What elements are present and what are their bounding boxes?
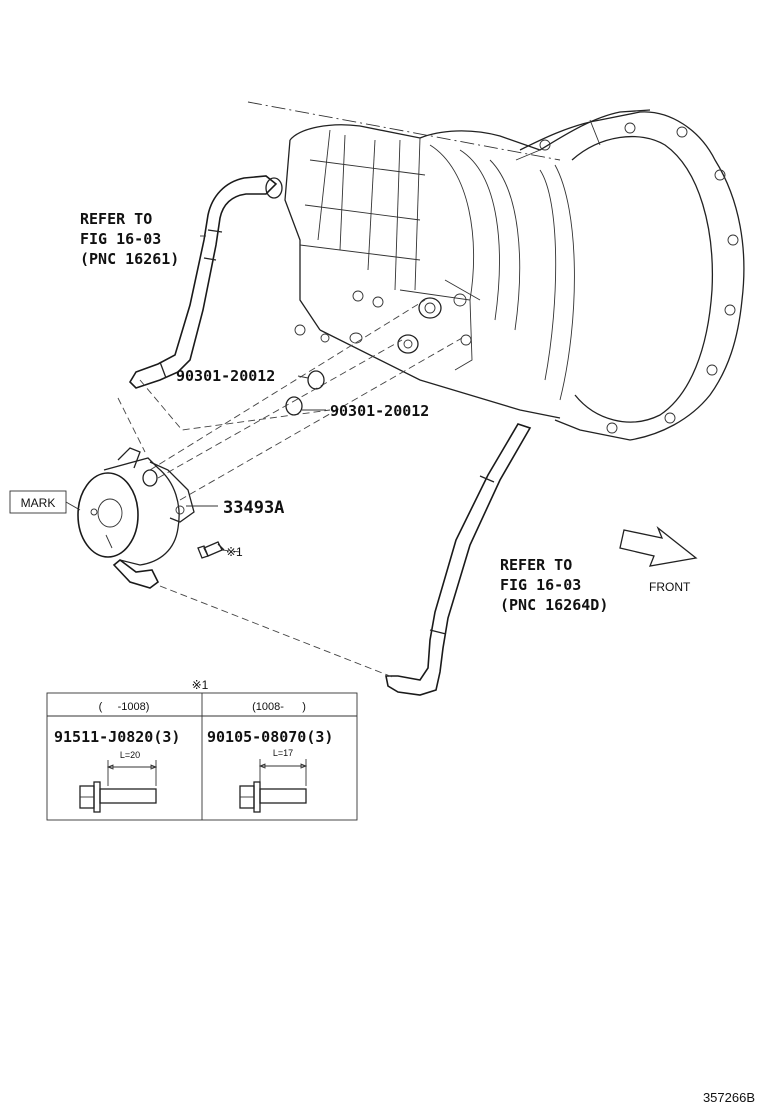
figure-id: 357266B xyxy=(703,1090,755,1105)
refer-to-label: REFER TO xyxy=(80,210,152,228)
o-ring-upper xyxy=(307,370,325,390)
leader-lines xyxy=(65,235,218,511)
table-column-1: ( -1008) 91511-J0820(3) L=20 xyxy=(54,701,180,813)
bolt-length: L=20 xyxy=(120,750,140,760)
bolt-drawing xyxy=(239,781,307,813)
bolt-part-number: 91511-J0820(3) xyxy=(54,728,180,746)
o-rings xyxy=(285,370,326,416)
bolt-length: L=17 xyxy=(273,748,293,758)
front-arrow-icon xyxy=(619,525,698,567)
callout-hose-upper: REFER TO FIG 16-03 (PNC 16261) xyxy=(80,210,179,268)
table-title: ※1 xyxy=(192,678,209,692)
date-range: ( -1008) xyxy=(99,701,150,713)
callout-hose-lower: REFER TO FIG 16-03 (PNC 16264D) xyxy=(500,556,608,614)
oil-cooler xyxy=(77,447,195,589)
bolt-icon xyxy=(197,541,225,559)
front-label: FRONT xyxy=(649,580,691,594)
transmission-housing xyxy=(247,101,745,441)
fig-reference-label: FIG 16-03 xyxy=(500,576,581,594)
mark-callout: MARK xyxy=(9,490,67,514)
oil-cooler-part-number: 33493A xyxy=(223,498,284,518)
table-column-2: (1008- ) 90105-08070(3) L=17 xyxy=(207,701,333,813)
refer-to-label: REFER TO xyxy=(500,556,572,574)
date-range: (1008- ) xyxy=(252,701,306,713)
alignment-lines xyxy=(117,299,463,679)
bolt-table: ※1 ( -1008) 91511-J0820(3) L=20 (1008- )… xyxy=(46,678,358,821)
fig-reference-label: FIG 16-03 xyxy=(80,230,161,248)
mark-label: MARK xyxy=(21,496,56,510)
o-ring-part-number-lower: 90301-20012 xyxy=(330,402,429,420)
pnc-reference-label: (PNC 16261) xyxy=(80,250,179,268)
lower-hose xyxy=(385,423,532,696)
upper-hose xyxy=(128,175,283,389)
pnc-reference-label: (PNC 16264D) xyxy=(500,596,608,614)
o-ring-lower xyxy=(285,396,303,416)
bolt-part-number: 90105-08070(3) xyxy=(207,728,333,746)
bolt-drawing xyxy=(79,781,157,813)
o-ring-part-number-upper: 90301-20012 xyxy=(176,367,275,385)
bolt-reference-mark: ※1 xyxy=(226,545,243,559)
